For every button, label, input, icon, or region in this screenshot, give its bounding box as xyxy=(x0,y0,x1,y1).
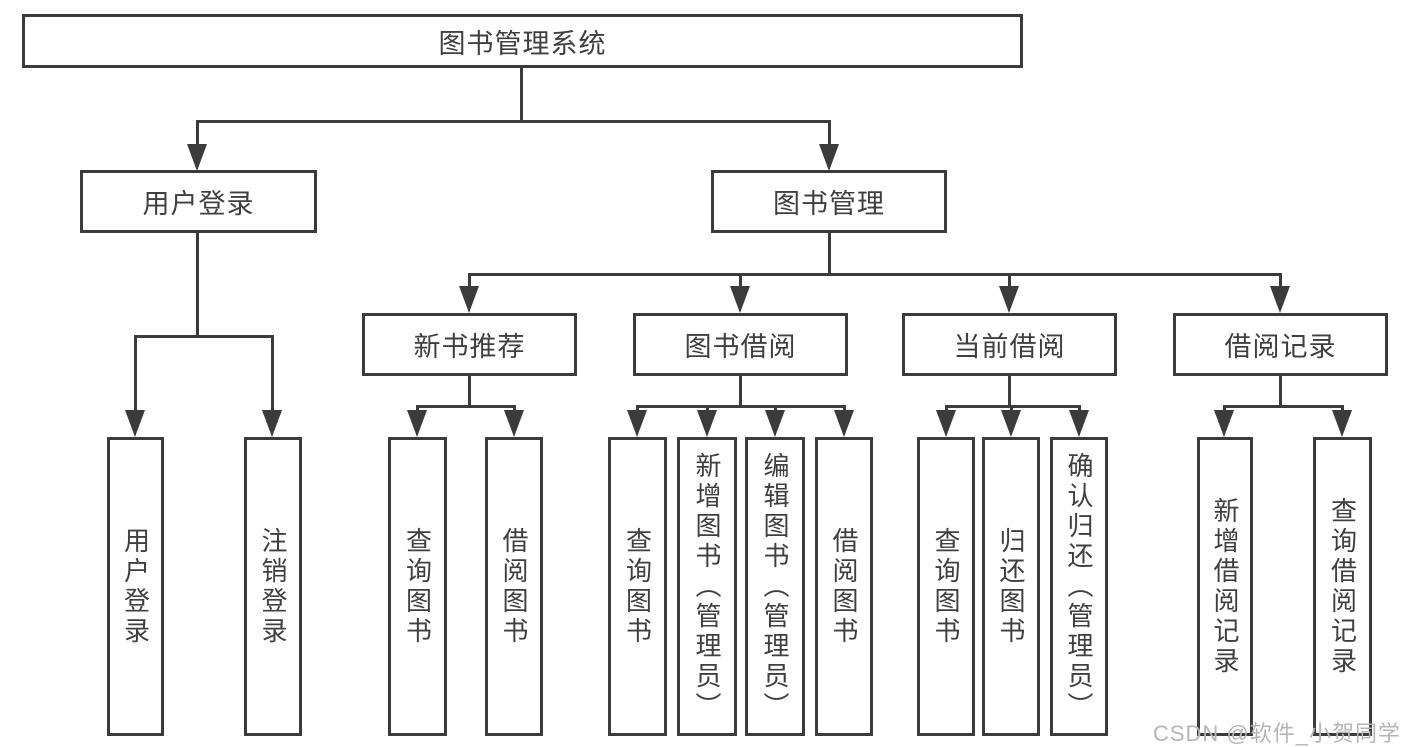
node-leaf-query-books-borrow: 查询图书 xyxy=(608,437,667,736)
connector-line xyxy=(134,335,274,338)
node-label: 当前借阅 xyxy=(953,332,1066,362)
node-label: 借阅图书 xyxy=(829,526,859,647)
connector-line xyxy=(843,405,846,413)
connector-line xyxy=(196,233,199,335)
connector-line xyxy=(706,405,709,413)
node-label: 借阅记录 xyxy=(1224,332,1337,362)
node-new-book-recommendation: 新书推荐 xyxy=(362,313,577,376)
arrowhead-icon xyxy=(125,410,145,437)
arrowhead-icon xyxy=(627,410,647,437)
arrowhead-icon xyxy=(730,286,750,313)
node-label: 查询借阅记录 xyxy=(1327,496,1358,677)
connector-line xyxy=(271,335,274,413)
arrowhead-icon xyxy=(1332,410,1352,437)
connector-line xyxy=(1078,405,1081,413)
node-label: 新书推荐 xyxy=(413,332,526,362)
connector-line xyxy=(1008,273,1011,289)
node-leaf-borrow-books-recommend: 借阅图书 xyxy=(485,437,543,736)
node-leaf-query-books-recommend: 查询图书 xyxy=(388,437,447,736)
connector-line xyxy=(739,273,742,289)
arrowhead-icon xyxy=(1214,410,1234,437)
csdn-watermark: CSDN @软件_小贺同学 xyxy=(1152,721,1401,746)
node-label: 图书管理 xyxy=(773,189,885,219)
node-leaf-query-borrow-record: 查询借阅记录 xyxy=(1313,437,1372,736)
arrowhead-icon xyxy=(1001,410,1021,437)
arrowhead-icon xyxy=(504,410,524,437)
connector-line xyxy=(416,405,516,408)
node-label: 新增图书（管理员） xyxy=(692,451,722,722)
arrowhead-icon xyxy=(999,286,1019,313)
node-label: 查询图书 xyxy=(931,526,961,647)
node-label: 图书借阅 xyxy=(684,332,797,362)
node-label: 用户登录 xyxy=(120,526,151,647)
node-leaf-confirm-return-admin: 确认归还（管理员） xyxy=(1050,437,1108,736)
connector-line xyxy=(828,120,831,148)
node-library-management-system: 图书管理系统 xyxy=(22,14,1023,68)
node-label: 确认归还（管理员） xyxy=(1064,451,1094,722)
connector-line xyxy=(945,405,1081,408)
connector-line xyxy=(945,405,948,413)
node-leaf-add-books-admin: 新增图书（管理员） xyxy=(677,437,737,736)
arrowhead-icon xyxy=(407,410,427,437)
node-book-management: 图书管理 xyxy=(711,170,947,233)
connector-line xyxy=(196,120,199,148)
arrowhead-icon xyxy=(936,410,956,437)
connector-line xyxy=(1223,405,1226,413)
connector-line xyxy=(774,405,777,413)
arrowhead-icon xyxy=(1270,286,1290,313)
node-leaf-borrow-books: 借阅图书 xyxy=(815,437,873,736)
node-borrowing-records: 借阅记录 xyxy=(1173,313,1388,376)
node-book-borrowing: 图书借阅 xyxy=(633,313,848,376)
arrowhead-icon xyxy=(459,286,479,313)
connector-line xyxy=(1279,273,1282,289)
arrowhead-icon xyxy=(834,410,854,437)
connector-line xyxy=(739,376,742,405)
node-label: 查询图书 xyxy=(402,526,433,647)
connector-line xyxy=(1223,405,1344,408)
node-leaf-query-books-current: 查询图书 xyxy=(917,437,975,736)
node-label: 查询图书 xyxy=(622,526,653,647)
connector-line xyxy=(468,376,471,405)
node-label: 新增借阅记录 xyxy=(1210,496,1240,677)
arrowhead-icon xyxy=(819,144,839,171)
connector-line xyxy=(1341,405,1344,413)
arrowhead-icon xyxy=(1069,410,1089,437)
connector-line xyxy=(468,273,1282,276)
connector-line xyxy=(636,405,846,408)
connector-line xyxy=(520,68,523,120)
node-leaf-logout: 注销登录 xyxy=(244,437,302,736)
node-leaf-edit-books-admin: 编辑图书（管理员） xyxy=(745,437,805,736)
node-leaf-user-login: 用户登录 xyxy=(107,437,164,736)
connector-line xyxy=(1279,376,1282,405)
arrowhead-icon xyxy=(187,144,207,171)
connector-line xyxy=(196,120,831,123)
connector-line xyxy=(1008,376,1011,405)
node-label: 归还图书 xyxy=(996,526,1026,647)
node-user-login: 用户登录 xyxy=(80,170,317,233)
node-leaf-return-books: 归还图书 xyxy=(982,437,1040,736)
node-current-borrowing: 当前借阅 xyxy=(902,313,1117,376)
arrowhead-icon xyxy=(697,410,717,437)
node-label: 图书管理系统 xyxy=(438,28,607,59)
connector-line xyxy=(1010,405,1013,413)
node-label: 注销登录 xyxy=(258,526,288,647)
arrowhead-icon xyxy=(262,410,282,437)
node-label: 借阅图书 xyxy=(499,526,529,647)
connector-line xyxy=(134,335,137,413)
connector-line xyxy=(416,405,419,413)
node-label: 用户登录 xyxy=(142,189,255,219)
node-leaf-add-borrow-record: 新增借阅记录 xyxy=(1197,437,1253,736)
connector-line xyxy=(468,273,471,289)
node-label: 编辑图书（管理员） xyxy=(760,451,790,722)
connector-line xyxy=(636,405,639,413)
connector-line xyxy=(513,405,516,413)
arrowhead-icon xyxy=(765,410,785,437)
connector-line xyxy=(828,233,831,273)
